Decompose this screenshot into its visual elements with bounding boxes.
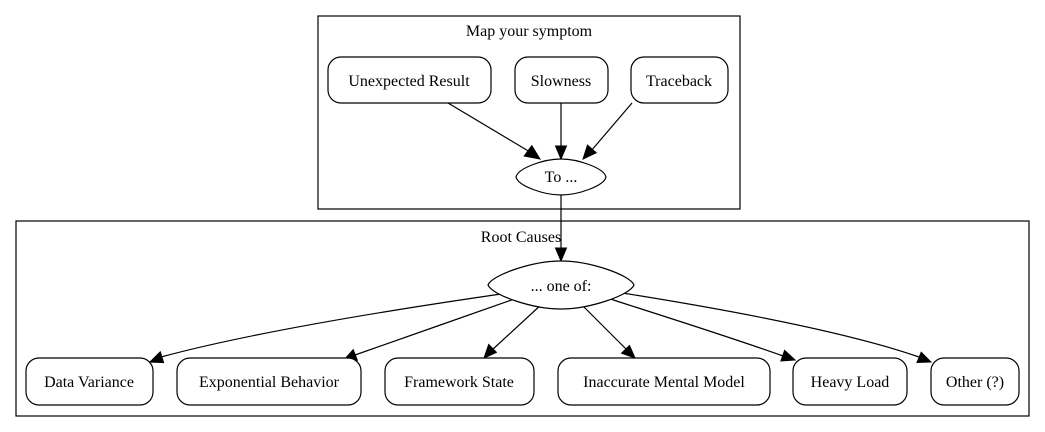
edge-oneof-other [615, 291, 920, 358]
arrowhead [554, 145, 568, 161]
node-label-data-variance: Data Variance [44, 374, 134, 391]
edge-unexpected-to [447, 102, 531, 153]
node-label-framework-state: Framework State [404, 374, 514, 391]
node-framework-state: Framework State [384, 357, 535, 406]
node-inaccurate-mental-model: Inaccurate Mental Model [557, 357, 771, 406]
node-label-inaccurate-mental-model: Inaccurate Mental Model [583, 374, 745, 391]
edge-oneof-heavy-load [603, 296, 784, 357]
arrowhead [780, 349, 797, 362]
cluster-map-your-symptom: Map your symptom [317, 15, 741, 210]
arrowhead [523, 144, 542, 160]
edge-oneof-mental-model [579, 302, 627, 350]
arrowhead [483, 343, 498, 359]
node-label-traceback: Traceback [646, 73, 712, 90]
node-to: To ... [515, 158, 607, 196]
arrowhead [620, 344, 636, 359]
node-label-heavy-load: Heavy Load [811, 374, 890, 391]
arrowhead [582, 144, 598, 160]
node-exponential-behavior: Exponential Behavior [176, 357, 362, 406]
node-label-other: Other (?) [946, 374, 1004, 391]
node-label-one-of: ... one of: [531, 278, 592, 295]
arrowhead [554, 247, 568, 263]
arrowhead [916, 351, 933, 364]
edge-oneof-exponential [354, 296, 521, 356]
node-label-slowness: Slowness [531, 73, 591, 90]
node-heavy-load: Heavy Load [792, 357, 908, 406]
cluster-title-symptom: Map your symptom [466, 23, 593, 40]
node-label-to: To ... [545, 169, 578, 186]
cluster-root-causes: Root Causes [15, 220, 1030, 417]
node-unexpected-result: Unexpected Result [327, 56, 492, 104]
node-label-unexpected-result: Unexpected Result [348, 73, 470, 90]
node-traceback: Traceback [630, 56, 729, 104]
edge-traceback-to [590, 102, 633, 152]
node-one-of: ... one of: [487, 260, 635, 310]
node-data-variance: Data Variance [25, 357, 154, 406]
node-slowness: Slowness [514, 56, 609, 104]
edge-oneof-framework [491, 302, 544, 351]
node-other: Other (?) [930, 357, 1020, 406]
cluster-title-root-causes: Root Causes [481, 229, 561, 246]
node-label-exponential-behavior: Exponential Behavior [199, 374, 340, 391]
edge-oneof-data-variance [160, 292, 509, 358]
arrowhead [148, 350, 165, 364]
